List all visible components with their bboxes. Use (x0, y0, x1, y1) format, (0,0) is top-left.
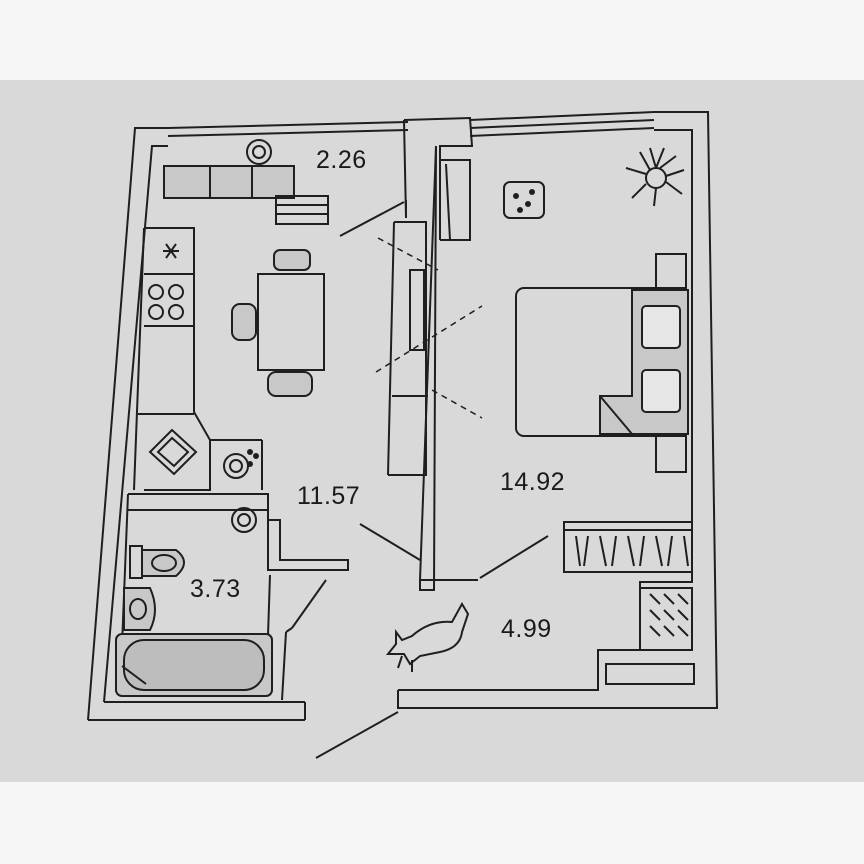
balcony-area-label: 2.26 (316, 146, 367, 174)
bath-washer-icon (231, 507, 257, 533)
wardrobe (387, 159, 471, 476)
stove-icon (148, 284, 184, 320)
nightstand-icon (503, 181, 545, 219)
washer-icon (223, 449, 259, 479)
sink-icon (148, 428, 198, 476)
sofa-icon (163, 165, 329, 225)
central-partition (403, 116, 478, 591)
outer-walls (87, 111, 719, 721)
fridge-icon (163, 243, 179, 259)
shoe-rack (605, 587, 695, 685)
kitchen-counter (133, 227, 263, 491)
toilet-icon (129, 545, 185, 579)
bathtub-icon (115, 633, 273, 697)
dresser-icon (563, 521, 693, 573)
bedroom-area-label: 14.92 (500, 468, 566, 496)
kitchen-area-label: 11.57 (297, 482, 361, 510)
dining-table-icon (231, 249, 325, 397)
door-swings (315, 201, 549, 759)
bed-icon (515, 253, 689, 473)
cat-icon (385, 602, 470, 672)
balcony-railing (167, 111, 655, 137)
bath-sink-icon (123, 587, 156, 631)
wardrobe-dashes (375, 237, 483, 419)
hallway-area-label: 4.99 (501, 615, 552, 643)
robot-vacuum-icon (246, 139, 272, 165)
plant-icon (625, 147, 685, 207)
bathroom-area-label: 3.73 (190, 575, 241, 603)
